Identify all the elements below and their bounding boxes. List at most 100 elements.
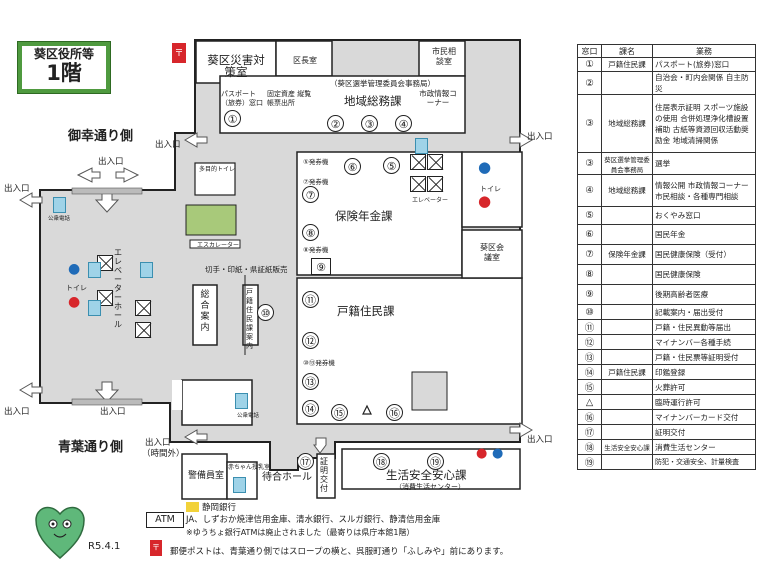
- multi-toilet-block: [194, 162, 236, 196]
- registry-block: [296, 277, 523, 425]
- atm-label-box: ATM: [146, 512, 184, 528]
- elevator-icon-2: [140, 262, 153, 278]
- post-icon-legend: 〒: [150, 540, 162, 556]
- meeting-room-block: [461, 229, 523, 279]
- street-top-label: 御幸通り側: [68, 129, 134, 144]
- entry-label-8: 出入口: [145, 438, 171, 448]
- atm-note: ※ゆうちょ銀行ATMは廃止されました（最寄りは県庁本館1階）: [186, 528, 415, 537]
- arrow-right-out: [509, 422, 533, 438]
- phone-icon-2: [235, 393, 248, 409]
- floor-label: 1階: [46, 61, 82, 85]
- window-marker-18: ⑱: [373, 453, 390, 470]
- elevator-x-3: [410, 176, 426, 192]
- arrow-right-in: [509, 132, 533, 148]
- post-box-icon: 〒: [172, 43, 186, 63]
- street-bottom-label: 青葉通り側: [58, 440, 124, 455]
- waiting-hall-label: 待合ホール: [262, 472, 312, 483]
- bank-icon: [186, 502, 199, 512]
- window-marker-7: ⑦: [302, 186, 319, 203]
- insurance-dept-label: 保険年金課: [335, 209, 393, 223]
- toilet-male-icon-bottom: ●: [492, 446, 504, 461]
- safety-dept-label: 生活安全安心課: [386, 468, 467, 482]
- elevator-x-7: [135, 322, 151, 338]
- election-office-label: （葵区選挙管理委員会事務局）: [330, 79, 435, 88]
- toilet-female-icon-bottom: ●: [476, 446, 488, 461]
- multi-toilet-label: 多目的トイレ: [199, 166, 236, 173]
- ticket-machine-5: ⑤発券機: [303, 158, 329, 166]
- window-marker-9: ⑨: [311, 258, 331, 275]
- arrow-up-1: [313, 437, 327, 454]
- header-task: 業務: [652, 44, 756, 58]
- ticket-machine-7: ⑦発券機: [303, 178, 329, 186]
- arrow-main-bottom: [184, 429, 208, 445]
- toilet-label-right: トイレ: [480, 185, 501, 193]
- escalator-block: [189, 239, 241, 249]
- guide-label: 総合案内: [200, 290, 210, 333]
- entry-label-4: 出入口: [100, 407, 126, 417]
- info-corner-label: 市政情報コーナー: [419, 89, 457, 107]
- window-marker-4: ④: [395, 115, 412, 132]
- bank-name: 静岡銀行: [202, 503, 237, 513]
- kucho-room-label: 区長室: [293, 56, 317, 65]
- id-issue-label: 証明交付: [320, 457, 328, 493]
- area-affairs-label: 地域総務課: [344, 94, 402, 108]
- entry-label-5: 出入口: [155, 140, 181, 150]
- elevator-icon-4: [415, 138, 428, 154]
- entry-label-bottom-sub: （時間外）: [142, 449, 185, 459]
- window-marker-14: ⑭: [302, 400, 319, 417]
- window-marker-11: ⑪: [302, 291, 319, 308]
- arrow-main-top: [184, 132, 208, 148]
- header-window: 窓口: [577, 44, 602, 58]
- window-marker-12: ⑫: [302, 332, 319, 349]
- toilet-female-icon-right: ●: [478, 192, 492, 210]
- toilet-male-icon-right: ●: [478, 158, 492, 176]
- toilet-male-icon-left: ●: [68, 261, 81, 277]
- public-phone-label-1: 公衆電話: [48, 216, 71, 222]
- escalator-label: エスカレーター: [197, 242, 240, 249]
- disaster-room-label: 葵区災害対策室: [207, 53, 265, 79]
- window-marker-6: ⑥: [344, 158, 361, 175]
- public-phone-label-2: 公衆電話: [237, 413, 260, 419]
- atm-banks: JA、しずおか焼津信用金庫、清水銀行、スルガ銀行、静清信用金庫: [186, 515, 441, 525]
- baby-icon: [233, 477, 246, 493]
- arrow-top-left-b: [115, 167, 140, 183]
- ticket-machine-8: ⑧発券機: [303, 246, 329, 254]
- entry-label-1: 出入口: [98, 157, 124, 167]
- toilet-label-left: トイレ: [66, 284, 87, 292]
- stair-block: [185, 204, 237, 236]
- table-row: △臨時運行許可: [577, 394, 756, 410]
- registry-guide-label: 戸籍住民課案内: [246, 288, 253, 350]
- window-marker-16: ⑯: [386, 404, 403, 421]
- elevator-icon-3: [88, 300, 101, 316]
- elevator-label: エレベーター: [412, 197, 449, 204]
- window-marker-2: ②: [327, 115, 344, 132]
- elevator-x-8: [135, 300, 151, 316]
- left-lower-white: [172, 380, 182, 410]
- arrow-left-in: [19, 192, 43, 208]
- baby-room-label: 赤ちゃん授乳室: [228, 464, 271, 471]
- elevator-icon-1: [88, 262, 101, 278]
- entry-arrows: [19, 132, 533, 454]
- guide-block: [192, 284, 218, 346]
- door-top-left: [71, 187, 143, 195]
- council-room-label: 市民相談室: [432, 47, 456, 66]
- arrow-top-left-a: [76, 167, 101, 183]
- fixed-asset-label: 固定資産 縦覧帳票出所: [267, 90, 312, 107]
- stamp-sales-label: 切手・印紙・県証紙販売: [205, 265, 288, 274]
- window-marker-15: ⑮: [331, 404, 348, 421]
- registry-inner-box: [411, 371, 448, 411]
- toilet-block-right: [461, 151, 523, 228]
